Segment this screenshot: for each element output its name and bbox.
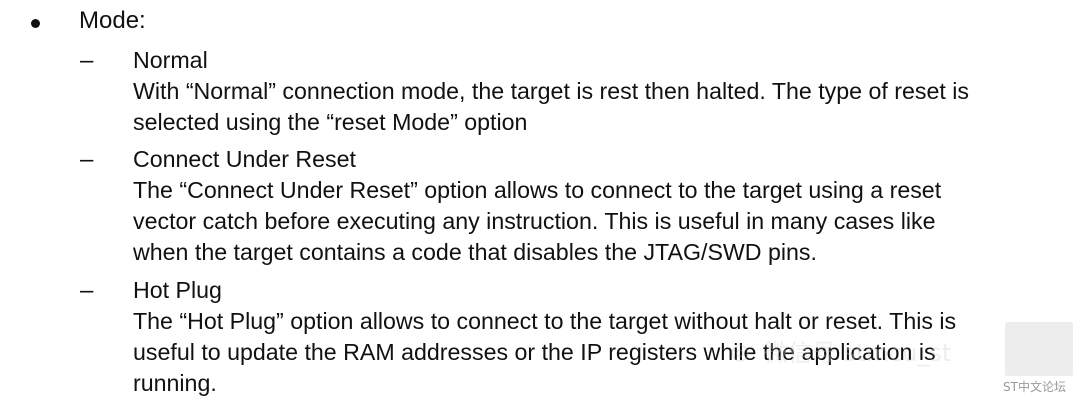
item-line: The “Hot Plug” option allows to connect … — [133, 308, 957, 334]
item-line: useful to update the RAM addresses or th… — [133, 339, 936, 365]
item-line: selected using the “reset Mode” option — [133, 109, 528, 135]
item-line: With “Normal” connection mode, the targe… — [133, 78, 970, 104]
item-line: The “Connect Under Reset” option allows … — [133, 177, 942, 203]
dash-bullet: – — [80, 277, 94, 304]
mode-hot-plug: Hot Plug The “Hot Plug” option allows to… — [133, 275, 1068, 399]
mode-connect-under-reset: Connect Under Reset The “Connect Under R… — [133, 144, 1068, 268]
mode-heading: Mode: — [79, 7, 146, 34]
st-forum-logo-label: ST中文论坛 — [1003, 380, 1066, 394]
item-line: when the target contains a code that dis… — [133, 239, 817, 265]
item-line: vector catch before executing any instru… — [133, 208, 936, 234]
dash-bullet: – — [80, 47, 94, 74]
item-title: Normal — [133, 47, 208, 73]
item-line: running. — [133, 370, 217, 396]
mode-normal: Normal With “Normal” connection mode, th… — [133, 45, 1068, 138]
mode-bullet-row: Mode: — [0, 4, 300, 38]
st-forum-logo-block — [1005, 322, 1073, 376]
item-title: Hot Plug — [133, 277, 222, 303]
item-title: Connect Under Reset — [133, 146, 356, 172]
dash-bullet: – — [80, 146, 94, 173]
bullet-dot — [31, 19, 40, 28]
